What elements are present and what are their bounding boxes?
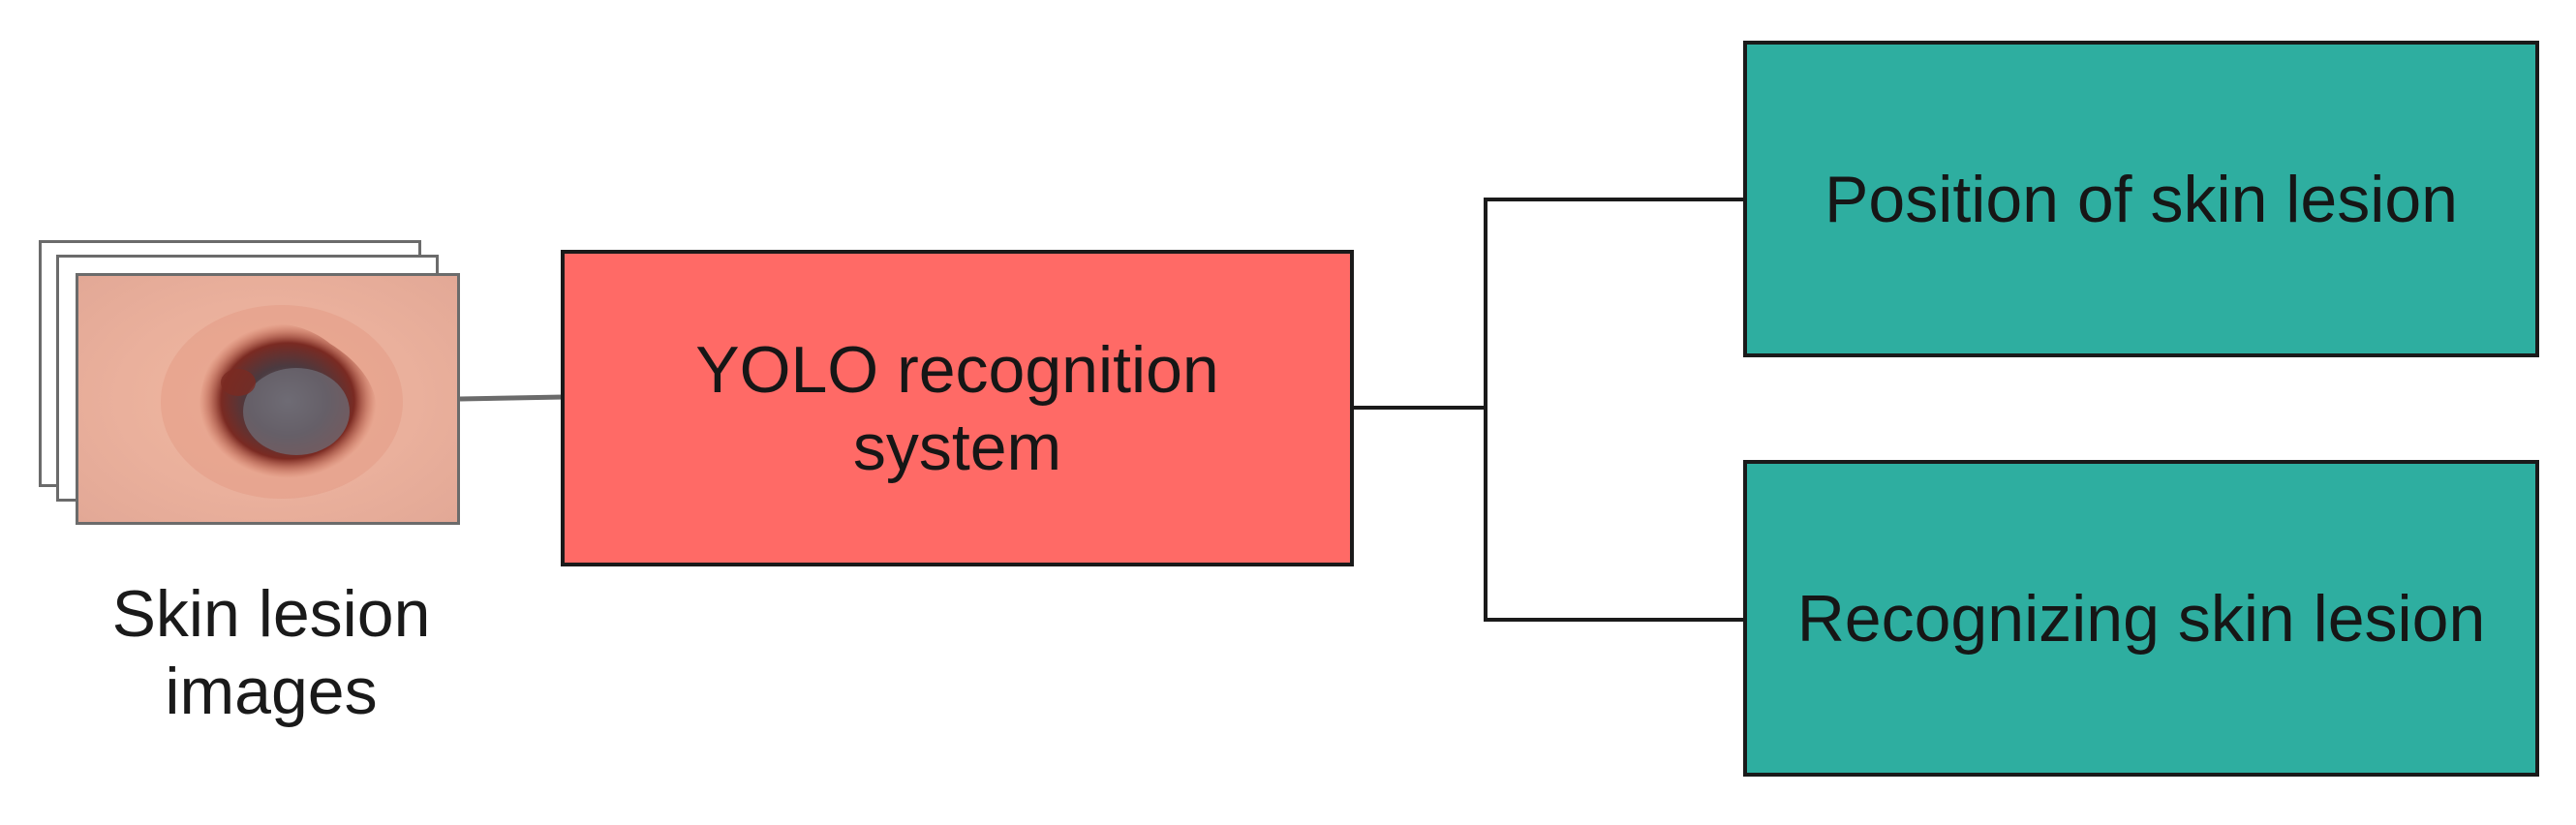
input-caption: Skin lesion images (111, 577, 431, 728)
input-to-process-line (459, 394, 565, 402)
process-label: YOLO recognition system (695, 332, 1219, 484)
output-node-position: Position of skin lesion (1743, 41, 2539, 357)
output-node-recognizing: Recognizing skin lesion (1743, 460, 2539, 777)
output-label-position: Position of skin lesion (1825, 162, 2458, 236)
skin-lesion-icon (161, 305, 403, 499)
skin-lesion-photo-stack-icon (76, 273, 460, 525)
process-node: YOLO recognition system (561, 250, 1354, 566)
output-label-recognizing: Recognizing skin lesion (1796, 581, 2486, 656)
